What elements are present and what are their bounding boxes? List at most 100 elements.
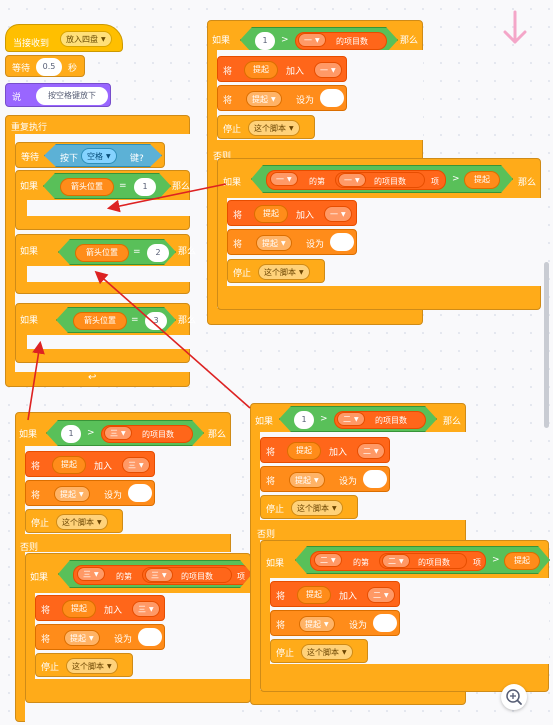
set-variable-block[interactable]: 将 提起▼ 设为	[270, 610, 400, 636]
variable-dropdown[interactable]: 提起▼	[289, 472, 325, 488]
zoom-in-button[interactable]	[501, 684, 527, 710]
key-dropdown[interactable]: 空格▼	[81, 148, 117, 164]
greater-than-operator-block[interactable]: 1 > 一▼ 的项目数	[240, 27, 398, 53]
stop-option-dropdown[interactable]: 这个脚本▼	[248, 120, 300, 136]
set-variable-block[interactable]: 将 提起▼ 设为	[227, 229, 357, 255]
list-length-reporter[interactable]: 二▼ 的项目数	[379, 553, 467, 569]
list-length-reporter[interactable]: 三▼ 的项目数	[101, 425, 193, 443]
set-value-input[interactable]	[138, 628, 162, 646]
variable-dropdown[interactable]: 提起▼	[246, 91, 282, 107]
add-to-list-block[interactable]: 将 提起 加入 二▼	[270, 581, 400, 607]
count-threshold-input[interactable]: 1	[61, 425, 81, 443]
say-block[interactable]: 说 按空格键放下	[5, 83, 111, 107]
stop-option-dropdown[interactable]: 这个脚本▼	[56, 514, 108, 530]
list-dropdown[interactable]: 二▼	[337, 412, 365, 426]
stop-block[interactable]: 停止 这个脚本▼	[260, 495, 358, 519]
greater-than-operator-block[interactable]: 1 > 三▼ 的项目数	[46, 420, 204, 446]
list-dropdown[interactable]: 一▼	[314, 62, 342, 78]
list-dropdown[interactable]: 三▼	[122, 457, 150, 473]
lift-variable-reporter[interactable]: 提起	[287, 442, 321, 460]
equals-operator-block[interactable]: 箭头位置 = 2	[58, 239, 176, 265]
index-list-dropdown[interactable]: 一▼	[270, 172, 298, 186]
count-threshold-input[interactable]: 1	[294, 411, 314, 429]
add-to-list-block[interactable]: 将 提起 加入 三▼	[25, 451, 155, 477]
set-variable-block[interactable]: 将 提起▼ 设为	[260, 466, 390, 492]
add-to-list-block[interactable]: 将 提起 加入 二▼	[260, 437, 390, 463]
lift-variable-reporter[interactable]: 提起	[52, 456, 86, 474]
stop-block[interactable]: 停止 这个脚本▼	[227, 259, 325, 283]
item-of-list-reporter[interactable]: 一▼ 的第 一▼ 的项目数 项	[266, 170, 446, 190]
stop-option-dropdown[interactable]: 这个脚本▼	[301, 644, 353, 660]
arrow-position-reporter[interactable]: 箭头位置	[73, 312, 127, 330]
set-value-input[interactable]	[330, 233, 354, 251]
stop-option-dropdown[interactable]: 这个脚本▼	[291, 500, 343, 516]
stop-option-dropdown[interactable]: 这个脚本▼	[258, 264, 310, 280]
lift-variable-reporter[interactable]: 提起	[297, 586, 331, 604]
equals-operator-block[interactable]: 箭头位置 = 3	[56, 307, 176, 333]
list-length-reporter[interactable]: 一▼ 的项目数	[295, 32, 387, 50]
compare-value-input[interactable]: 3	[145, 312, 167, 330]
set-label: 将	[223, 67, 233, 77]
list-length-reporter[interactable]: 二▼ 的项目数	[334, 411, 426, 429]
lift-variable-reporter[interactable]: 提起	[504, 552, 540, 570]
set-value-input[interactable]	[373, 614, 397, 632]
arrow-position-reporter[interactable]: 箭头位置	[60, 178, 114, 196]
greater-than-operator-block[interactable]: 一▼ 的第 一▼ 的项目数 项 > 提起	[251, 165, 513, 193]
stop-block[interactable]: 停止 这个脚本▼	[35, 653, 133, 677]
key-pressed-sensing-block[interactable]: 按下 空格▼ 键?	[44, 144, 162, 167]
lift-variable-reporter[interactable]: 提起	[62, 600, 96, 618]
equals-operator-block[interactable]: 箭头位置 = 1	[43, 173, 171, 199]
lift-variable-reporter[interactable]: 提起	[254, 205, 288, 223]
index-list-dropdown[interactable]: 二▼	[314, 553, 342, 567]
index-list-dropdown[interactable]: 三▼	[77, 567, 105, 581]
caret-down-icon: ▼	[149, 606, 154, 613]
compare-value-input[interactable]: 2	[147, 244, 169, 262]
variable-dropdown[interactable]: 提起▼	[256, 235, 292, 251]
wait-until-block[interactable]: 等待 按下 空格▼ 键?	[15, 142, 165, 168]
when-i-receive-hat-block[interactable]: 当接收到 放入四盘▼	[5, 24, 123, 52]
download-arrow-icon[interactable]	[502, 10, 528, 46]
add-to-list-block[interactable]: 将 提起 加入 三▼	[35, 595, 165, 621]
set-variable-block[interactable]: 将 提起▼ 设为	[25, 480, 155, 506]
stop-option-dropdown[interactable]: 这个脚本▼	[66, 658, 118, 674]
greater-than-operator-block[interactable]: 1 > 二▼ 的项目数	[279, 406, 437, 432]
set-value-input[interactable]	[320, 89, 344, 107]
list-dropdown[interactable]: 二▼	[357, 443, 385, 459]
lift-variable-reporter[interactable]: 提起	[464, 171, 500, 189]
list-dropdown[interactable]: 三▼	[145, 568, 173, 582]
item-of-list-reporter[interactable]: 二▼ 的第 二▼ 的项目数 项	[310, 551, 486, 571]
list-dropdown[interactable]: 三▼	[132, 601, 160, 617]
greater-than-operator-block[interactable]: 二▼ 的第 二▼ 的项目数 项 > 提起	[295, 546, 550, 574]
list-dropdown[interactable]: 二▼	[367, 587, 395, 603]
stop-block[interactable]: 停止 这个脚本▼	[25, 509, 123, 533]
item-count-label: 的项目数	[336, 37, 368, 46]
list-dropdown[interactable]: 二▼	[382, 554, 410, 568]
arrow-position-reporter[interactable]: 箭头位置	[75, 244, 129, 262]
variable-dropdown[interactable]: 提起▼	[64, 630, 100, 646]
list-dropdown[interactable]: 一▼	[324, 206, 352, 222]
list-dropdown[interactable]: 三▼	[104, 426, 132, 440]
list-length-reporter[interactable]: 一▼ 的项目数	[335, 172, 425, 188]
variable-dropdown[interactable]: 提起▼	[299, 616, 335, 632]
add-to-list-block[interactable]: 将 提起 加入 一▼	[227, 200, 357, 226]
broadcast-message-dropdown[interactable]: 放入四盘▼	[60, 31, 112, 47]
set-value-input[interactable]	[363, 470, 387, 488]
wait-seconds-block[interactable]: 等待 0.5 秒	[5, 55, 85, 77]
set-value-input[interactable]	[128, 484, 152, 502]
lift-variable-reporter[interactable]: 提起	[244, 61, 278, 79]
say-text-input[interactable]: 按空格键放下	[36, 87, 108, 105]
vertical-scrollbar[interactable]	[544, 262, 549, 428]
set-variable-block[interactable]: 将 提起▼ 设为	[35, 624, 165, 650]
list-dropdown[interactable]: 一▼	[298, 33, 326, 47]
list-dropdown[interactable]: 一▼	[338, 173, 366, 187]
wait-seconds-input[interactable]: 0.5	[36, 58, 62, 76]
compare-value-input[interactable]: 1	[134, 178, 156, 196]
stop-block[interactable]: 停止 这个脚本▼	[217, 115, 315, 139]
count-threshold-input[interactable]: 1	[255, 32, 275, 50]
stop-block[interactable]: 停止 这个脚本▼	[270, 639, 368, 663]
list-length-reporter[interactable]: 三▼ 的项目数	[142, 567, 232, 583]
set-variable-block[interactable]: 将 提起▼ 设为	[217, 85, 347, 111]
add-to-list-block[interactable]: 将 提起 加入 一▼	[217, 56, 347, 82]
variable-dropdown[interactable]: 提起▼	[54, 486, 90, 502]
